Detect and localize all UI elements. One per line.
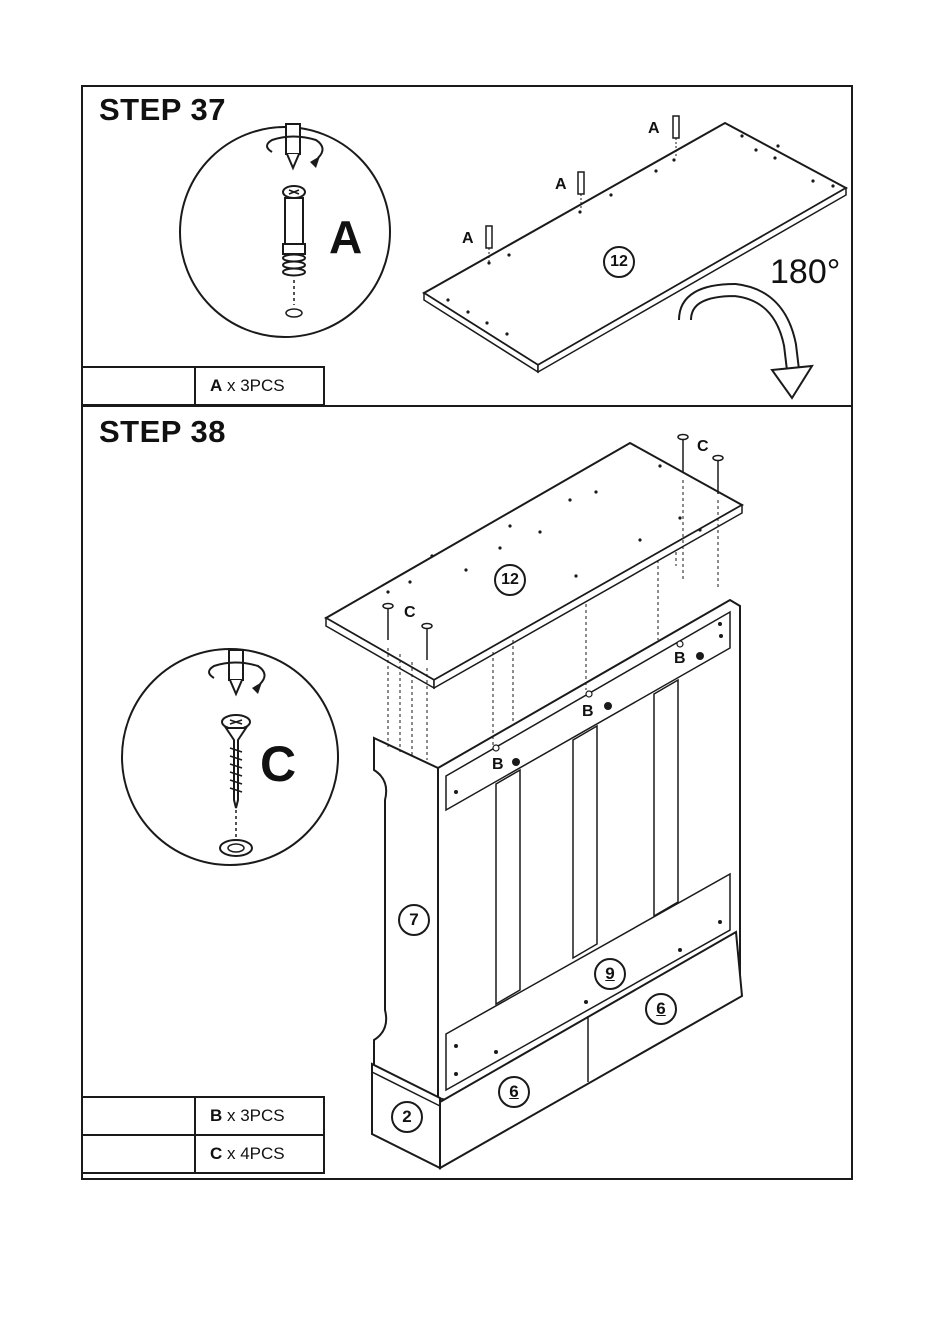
parts-table-step38: B x 3PCS C x 4PCS: [81, 1096, 325, 1174]
panel-label-12-step38: 12: [494, 564, 526, 596]
dowel-label-a-2: A: [555, 176, 567, 194]
detail-letter-a: A: [329, 210, 362, 264]
panel-label-7: 7: [398, 904, 430, 936]
panel-label-12-step37: 12: [603, 246, 635, 278]
panel-number: 6: [509, 1082, 518, 1101]
panel-number: 2: [402, 1107, 411, 1126]
parts-row: B x 3PCS: [82, 1097, 324, 1135]
part-qty: x 3PCS: [222, 376, 284, 395]
rotate-arrow-icon: [685, 290, 812, 398]
part-qty: x 3PCS: [222, 1106, 284, 1125]
cam-label-b-2: B: [582, 703, 594, 721]
panel-label-2: 2: [391, 1101, 423, 1133]
part-qty: x 4PCS: [222, 1144, 284, 1163]
panel-number: 12: [610, 253, 628, 270]
part-letter: A: [210, 376, 222, 395]
rotation-label: 180°: [770, 253, 840, 292]
part-letter: B: [210, 1106, 222, 1125]
dowel-label-a-1: A: [462, 230, 474, 248]
step-37-illustration: [0, 0, 933, 405]
step-38-illustration: [0, 405, 933, 1180]
panel-number: 7: [409, 910, 418, 929]
parts-qty-cell: B x 3PCS: [195, 1097, 324, 1135]
screw-label-c-1: C: [404, 604, 416, 622]
parts-table-step37: A x 3PCS: [81, 366, 325, 406]
panel-label-6-left: 6: [498, 1076, 530, 1108]
parts-icon-cell: [82, 1097, 195, 1135]
parts-row: C x 4PCS: [82, 1135, 324, 1173]
parts-icon-cell: [82, 1135, 195, 1173]
detail-letter-c: C: [260, 735, 296, 793]
cam-label-b-1: B: [492, 756, 504, 774]
panel-number: 12: [501, 571, 519, 588]
detail-circle-c: [122, 649, 338, 865]
panel-number: 9: [605, 964, 614, 983]
parts-qty-cell: C x 4PCS: [195, 1135, 324, 1173]
parts-row: A x 3PCS: [82, 367, 324, 405]
panel-label-9: 9: [594, 958, 626, 990]
dowel-label-a-3: A: [648, 120, 660, 138]
panel-number: 6: [656, 999, 665, 1018]
parts-qty-cell: A x 3PCS: [195, 367, 324, 405]
part-letter: C: [210, 1144, 222, 1163]
cam-label-b-3: B: [674, 650, 686, 668]
screw-label-c-2: C: [697, 438, 709, 456]
panel-label-6-right: 6: [645, 993, 677, 1025]
parts-icon-cell: [82, 367, 195, 405]
